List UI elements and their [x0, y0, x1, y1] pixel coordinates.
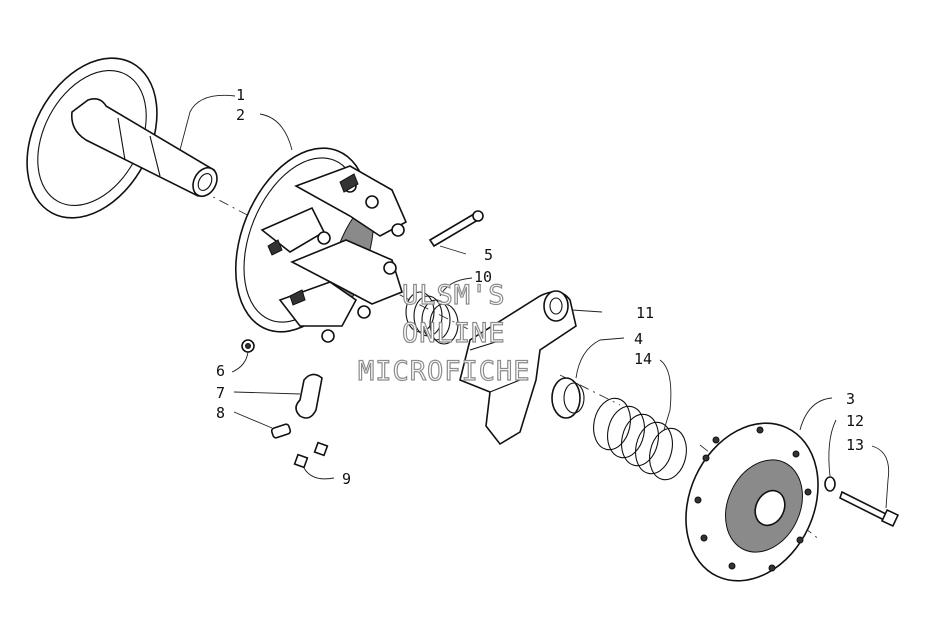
callout-label-6: 6: [216, 362, 225, 380]
small-spring-part[interactable]: [405, 291, 459, 345]
nut-part[interactable]: [241, 339, 255, 353]
plate-part[interactable]: [293, 441, 329, 469]
leader-line-4: [575, 337, 625, 379]
bolt-part[interactable]: [839, 490, 900, 528]
main-spring-part[interactable]: [589, 395, 691, 483]
callout-label-7: 7: [216, 384, 225, 402]
callout-label-1: 1: [236, 86, 245, 104]
callout-label-8: 8: [216, 404, 225, 422]
callout-label-9: 9: [342, 470, 351, 488]
callout-label-4: 4: [634, 330, 643, 348]
leader-line-14: [659, 359, 672, 431]
callout-label-5: 5: [484, 246, 493, 264]
leader-line-12: [828, 419, 837, 477]
leader-line-5: [439, 245, 467, 255]
washer-part[interactable]: [824, 476, 836, 492]
callout-label-3: 3: [846, 390, 855, 408]
callout-label-11: 11: [636, 304, 654, 322]
callout-label-2: 2: [236, 106, 245, 124]
leader-line-6: [231, 351, 249, 373]
leader-line-11: [571, 309, 603, 313]
callout-label-14: 14: [634, 350, 652, 368]
watermark-line-1: ULSM'S: [402, 280, 506, 311]
cover-part[interactable]: [661, 401, 843, 602]
movable-sheave-part[interactable]: [210, 129, 408, 352]
fixed-sheave-part[interactable]: [1, 36, 222, 241]
leader-line-7: [233, 391, 301, 395]
watermark-line-3: MICROFICHE: [358, 356, 531, 387]
bushing-part[interactable]: [551, 377, 585, 419]
leader-line-2: [259, 113, 293, 151]
roller-pin-part[interactable]: [270, 423, 292, 439]
spider-arm-part[interactable]: [459, 290, 577, 446]
callout-label-10: 10: [474, 268, 492, 286]
leader-line-8: [233, 411, 273, 429]
callout-label-13: 13: [846, 436, 864, 454]
pin-part[interactable]: [428, 210, 484, 248]
callout-label-12: 12: [846, 412, 864, 430]
cam-weight-part[interactable]: [295, 373, 323, 419]
leader-line-1: [179, 94, 236, 151]
leader-line-9: [303, 467, 335, 480]
leader-line-10: [439, 277, 473, 297]
leader-line-13: [871, 445, 890, 509]
watermark-line-2: ONLINE: [402, 318, 506, 349]
leader-line-3: [799, 397, 833, 431]
